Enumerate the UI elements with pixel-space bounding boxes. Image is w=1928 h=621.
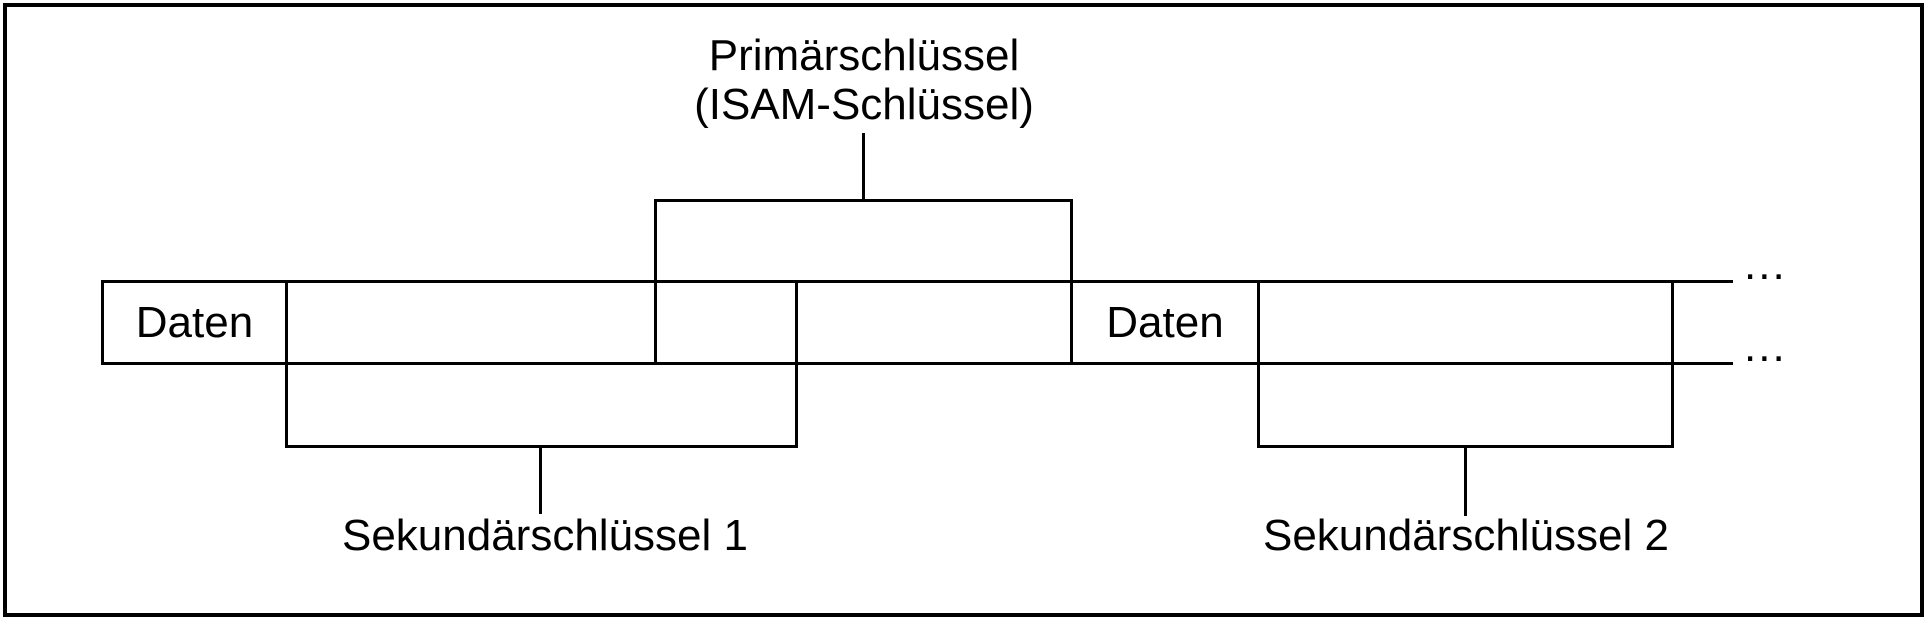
secondary2-connector-line xyxy=(1464,445,1467,516)
outer-frame xyxy=(3,3,1924,617)
primary-key-label-line1: Primärschlüssel xyxy=(708,31,1020,80)
record-strip-bottom-line xyxy=(101,362,1733,365)
primary-key-label: Primärschlüssel (ISAM-Schlüssel) xyxy=(614,31,1114,129)
primary-bracket-top-line xyxy=(654,199,1073,202)
cell-divider-1-secondary1-left xyxy=(285,280,288,448)
primary-key-connector-line xyxy=(862,133,865,202)
record-strip-top-line xyxy=(101,280,1733,283)
secondary-key-1-label: Sekundärschlüssel 1 xyxy=(341,511,748,560)
record-strip-left-edge xyxy=(101,280,104,365)
continuation-ellipsis-bottom: ... xyxy=(1744,322,1787,371)
secondary1-connector-line xyxy=(539,445,542,514)
continuation-ellipsis-top: ... xyxy=(1744,240,1787,289)
data-cell-left-label: Daten xyxy=(135,297,254,347)
cell-divider-4-secondary2-right xyxy=(1671,280,1674,448)
primary-key-label-line2: (ISAM-Schlüssel) xyxy=(694,80,1034,129)
secondary-key-2-label: Sekundärschlüssel 2 xyxy=(1262,511,1669,560)
data-cell-right-label: Daten xyxy=(1106,297,1224,347)
cell-divider-3-secondary2-left xyxy=(1257,280,1260,448)
cell-divider-2-secondary1-right xyxy=(795,280,798,448)
